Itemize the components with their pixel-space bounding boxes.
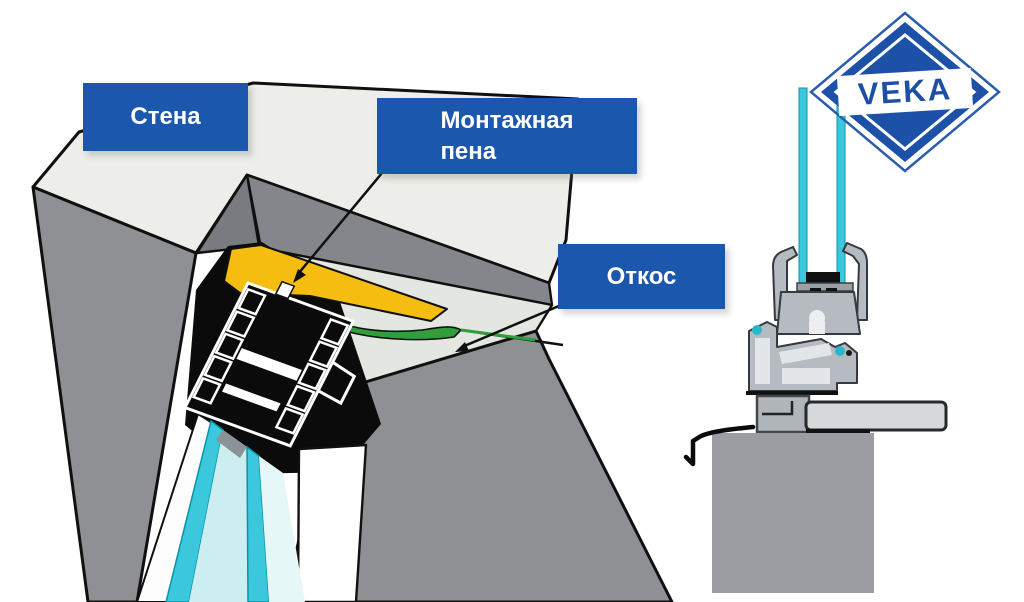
slope-arrow xyxy=(455,301,567,352)
glass-pane-left xyxy=(798,87,808,285)
sash-keyhole-slot xyxy=(809,321,825,334)
frame-chamber-2 xyxy=(779,343,832,364)
mounting-foam-fill xyxy=(223,244,448,322)
veka-outer-line xyxy=(809,11,1001,173)
rubber-seal-dot xyxy=(846,350,852,356)
wall-left-pillar xyxy=(31,185,198,602)
glass-unit xyxy=(136,413,305,602)
support-pad-mark xyxy=(762,401,794,416)
label-wall-text: Стена xyxy=(130,103,201,131)
label-foam-line1: Монтажная xyxy=(440,106,574,134)
label-wall: Стена xyxy=(83,83,248,151)
profile-dowel xyxy=(274,280,296,300)
wall-base xyxy=(712,433,874,593)
profile-step xyxy=(316,360,357,406)
profile-cross-section xyxy=(683,11,1001,593)
foam-arrow xyxy=(293,172,383,283)
profile-mid-web-1 xyxy=(236,348,302,381)
label-foam-line2: пена xyxy=(440,138,497,165)
vent-slot-2 xyxy=(826,288,837,292)
frame-outer-face xyxy=(296,443,368,602)
profile-mid-web-2 xyxy=(222,383,281,412)
frame-chamber-1 xyxy=(755,338,770,384)
glass-face-outer xyxy=(259,456,305,602)
gasket-seal-right xyxy=(835,346,845,356)
support-pad xyxy=(755,394,811,434)
glass-face xyxy=(189,430,248,602)
gasket-seal-left xyxy=(752,325,762,335)
drip-edge xyxy=(683,424,756,467)
sealant-tape-tail xyxy=(460,328,536,342)
vent-slot-1 xyxy=(810,288,821,292)
label-slope-text: Откос xyxy=(606,262,677,290)
frame-profile xyxy=(746,321,858,395)
frame-bottom-seal xyxy=(746,391,838,395)
veka-logo-text: VEKA xyxy=(856,71,954,112)
glazing-clamp-bar xyxy=(796,282,854,292)
frame-chamber-3 xyxy=(782,368,830,384)
glass-spacer-shadow xyxy=(216,430,247,458)
sash-profile xyxy=(772,242,868,335)
window-sill xyxy=(804,400,948,432)
frame-profile-section xyxy=(182,280,357,448)
veka-logo-banner: VEKA xyxy=(836,67,974,117)
glazing-block xyxy=(806,272,840,285)
glass-pane-edge-1 xyxy=(165,419,224,602)
frame-inner-face xyxy=(136,413,215,602)
label-mounting-foam: Монтажная пена xyxy=(377,98,637,174)
label-slope: Откос xyxy=(558,244,725,309)
glass-pane-edge-2 xyxy=(246,445,270,602)
